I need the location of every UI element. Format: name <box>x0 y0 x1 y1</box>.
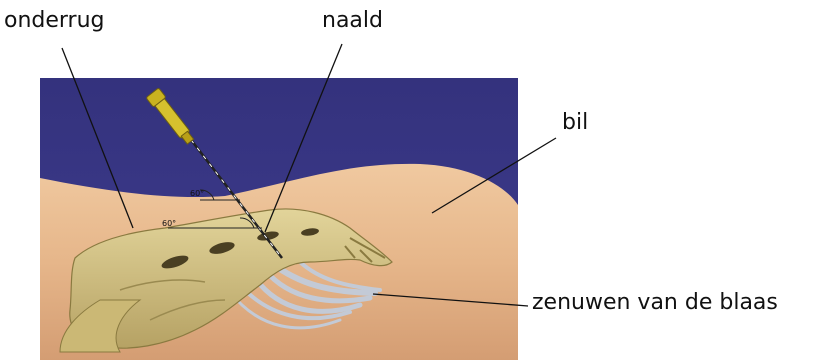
angle-label-upper: 60° <box>190 189 204 198</box>
label-buttock: bil <box>562 112 588 134</box>
angle-label-lower: 60° <box>162 219 176 228</box>
label-needle: naald <box>322 10 383 32</box>
label-bladder-nerves: zenuwen van de blaas <box>532 292 778 314</box>
label-lower-back: onderrug <box>4 10 105 32</box>
